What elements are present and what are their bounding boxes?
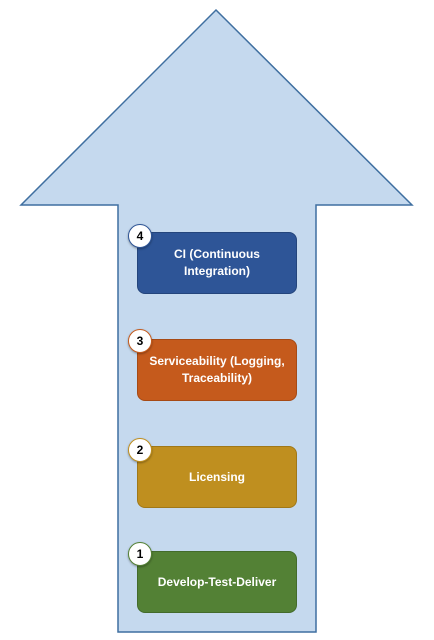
step-number-badge-2: 2	[128, 438, 152, 462]
step-box-licensing: Licensing	[137, 446, 297, 508]
step-box-develop-test-deliver: Develop-Test-Deliver	[137, 551, 297, 613]
step-number-2: 2	[136, 443, 144, 457]
step-label-ci: CI (Continuous Integration)	[174, 247, 260, 278]
step-label-licensing: Licensing	[188, 469, 245, 484]
step-number-badge-3: 3	[128, 329, 152, 353]
step-box-serviceability: Serviceability (Logging, Traceability)	[137, 339, 297, 401]
step-label-develop-test-deliver: Develop-Test-Deliver	[157, 574, 277, 589]
step-box-ci: CI (Continuous Integration)	[137, 232, 297, 294]
step-number-1: 1	[136, 547, 144, 561]
upward-arrow-body	[19, 8, 414, 633]
step-number-4: 4	[136, 229, 144, 243]
step-label-serviceability: Serviceability (Logging, Traceability)	[149, 354, 285, 385]
step-number-badge-4: 4	[128, 224, 152, 248]
step-number-3: 3	[136, 334, 144, 348]
step-number-badge-1: 1	[128, 542, 152, 566]
